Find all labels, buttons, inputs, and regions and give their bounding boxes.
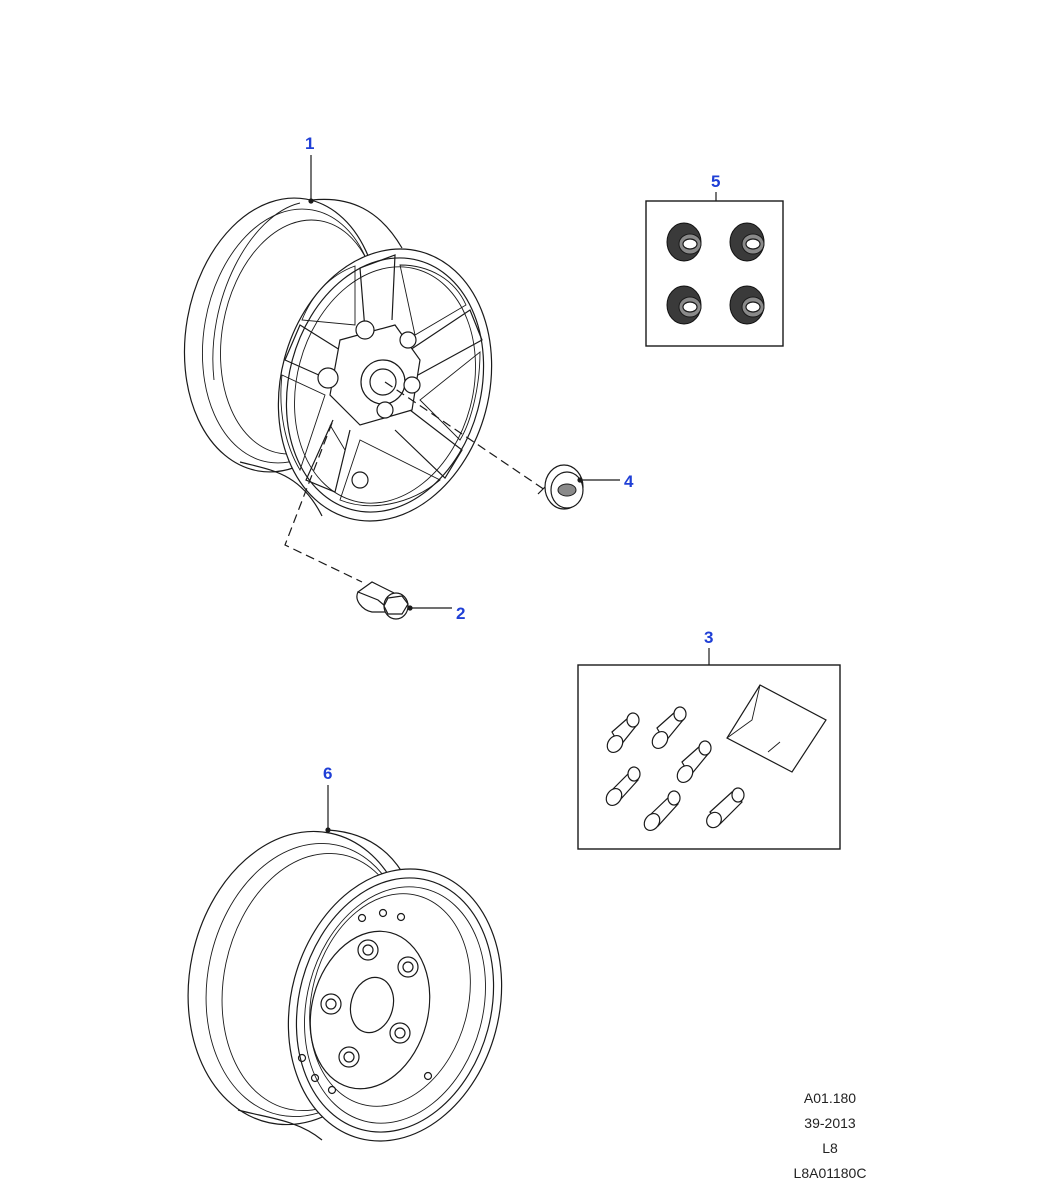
locking-nut bbox=[651, 706, 687, 749]
locking-nut bbox=[606, 712, 640, 753]
locking-nut-kit[interactable] bbox=[577, 648, 841, 850]
callout-6: 6 bbox=[323, 764, 332, 783]
callout-3: 3 bbox=[704, 628, 713, 647]
callout-4: 4 bbox=[624, 472, 634, 491]
callout-2: 2 bbox=[456, 604, 465, 623]
callout-1: 1 bbox=[305, 134, 314, 153]
assembly-line-hub-cap bbox=[384, 381, 546, 491]
locking-nut bbox=[605, 766, 641, 806]
valve-cap bbox=[729, 222, 765, 262]
hub-cap[interactable] bbox=[537, 464, 620, 510]
model-code: L8 bbox=[822, 1140, 838, 1156]
diagram-code: A01.180 bbox=[803, 1090, 857, 1106]
diagram-date-code: 39-2013 bbox=[804, 1115, 856, 1131]
valve-cap bbox=[666, 222, 702, 262]
illustration-id: L8A01180C bbox=[793, 1165, 867, 1181]
diagram-reference-block: A01.180 39-2013 L8 L8A01180C bbox=[770, 1086, 890, 1186]
locking-key bbox=[706, 787, 745, 829]
locking-nut bbox=[676, 740, 712, 783]
callout-5: 5 bbox=[711, 172, 720, 191]
assembly-line-wheel-nut bbox=[284, 422, 363, 583]
valve-cap bbox=[729, 285, 765, 325]
locking-nut bbox=[643, 790, 681, 831]
alloy-wheel[interactable] bbox=[163, 155, 521, 545]
valve-caps-kit[interactable] bbox=[645, 192, 784, 347]
steel-wheel[interactable] bbox=[162, 785, 532, 1165]
valve-cap bbox=[666, 285, 702, 325]
instruction-pouch bbox=[726, 684, 827, 773]
wheel-nut[interactable] bbox=[356, 581, 452, 620]
